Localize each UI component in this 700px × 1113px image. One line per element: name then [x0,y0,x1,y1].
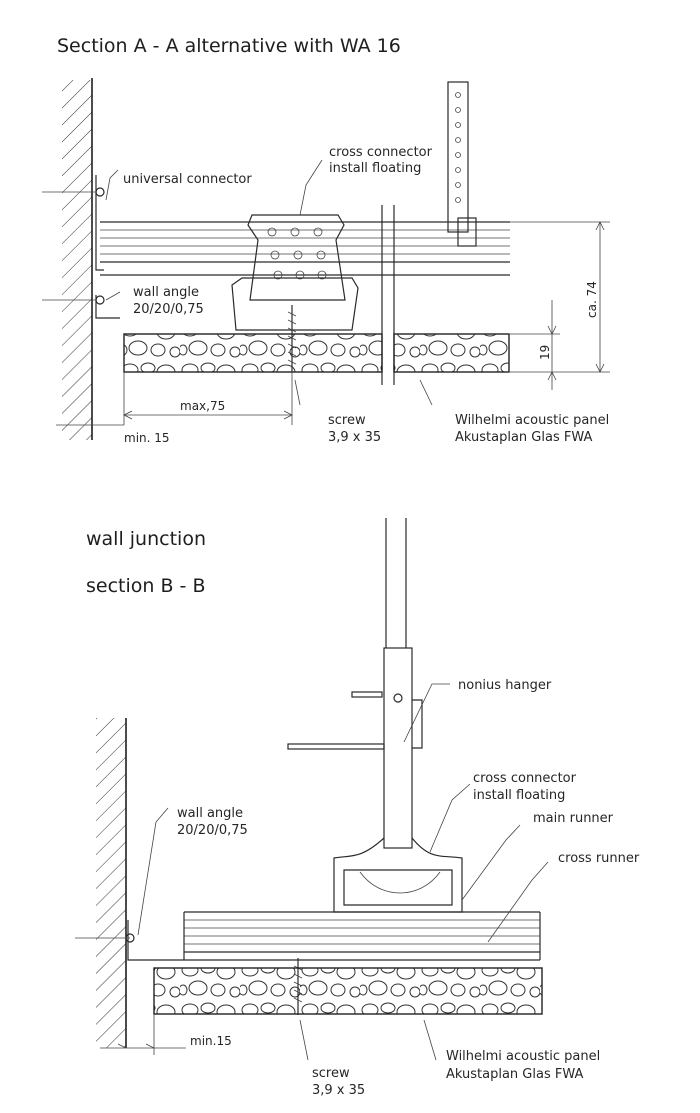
label-universal-connector: universal connector [123,172,252,187]
section-a-title: Section A - A alternative with WA 16 [57,35,401,57]
label-install-floating-b: install floating [473,788,565,803]
section-a-main-runner [231,277,359,331]
label-panel: Wilhelmi acoustic panel [455,413,609,428]
section-b-acoustic-panel [153,967,543,1015]
label-panel-type-b: Akustaplan Glas FWA [446,1067,583,1082]
label-main-runner: main runner [533,811,614,826]
section-a-hanger [447,81,477,247]
label-cross-connector: cross connector [329,145,433,160]
section-a-cross-connector [247,214,346,301]
dim-min-15: min. 15 [124,431,170,445]
label-screw-size-b: 3,9 x 35 [312,1083,365,1098]
label-wall-angle-b: wall angle [177,806,243,821]
section-a-wall-angle [95,175,104,271]
section-a-drawing: Section A - A alternative with WA 16 [42,35,610,445]
label-wall-angle-size-b: 20/20/0,75 [177,823,248,838]
label-screw-size: 3,9 x 35 [328,430,381,445]
section-b-cross-runner [160,911,541,961]
dim-max-75: max,75 [180,399,225,413]
section-a-cross-runner [100,221,510,276]
label-cross-connector-b: cross connector [473,771,577,786]
label-screw: screw [328,413,366,428]
label-panel-b: Wilhelmi acoustic panel [446,1049,600,1064]
section-b-hanger [287,518,423,849]
section-a-acoustic-panel [123,333,383,373]
section-b-wall [96,718,126,1048]
section-b-connector [333,837,463,913]
label-install-floating: install floating [329,161,421,176]
dim-ca-74: ca. 74 [585,281,599,318]
label-panel-type: Akustaplan Glas FWA [455,430,592,445]
label-screw-b: screw [312,1066,350,1081]
section-b-title-2: section B - B [86,575,205,597]
section-b-drawing: wall junction section B - B [75,518,640,1098]
section-a-wall [62,80,92,440]
label-wall-angle-size: 20/20/0,75 [133,302,204,317]
label-cross-runner: cross runner [558,851,640,866]
label-nonius-hanger: nonius hanger [458,678,552,693]
dim-min-15-b: min.15 [190,1034,232,1048]
section-b-title-1: wall junction [86,528,206,550]
dim-19: 19 [538,345,552,360]
section-a-dimensions [510,221,610,390]
section-b-wall-angle [127,920,160,961]
label-wall-angle: wall angle [133,285,199,300]
